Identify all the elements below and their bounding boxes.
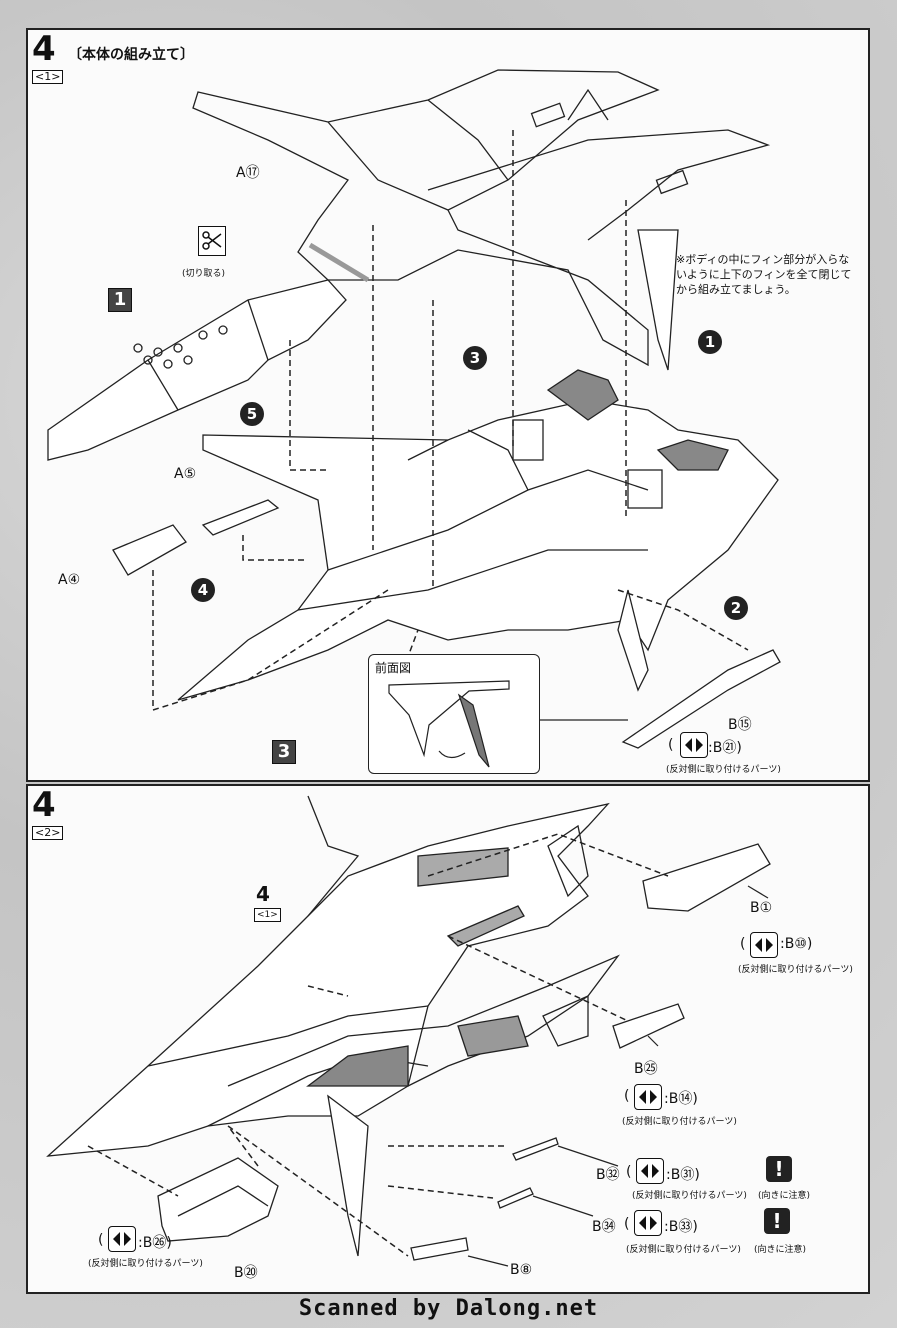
warning-icon: ! [766,1156,792,1182]
opposite-side-note: (反対側に取り付けるパーツ) [88,1259,203,1269]
step-4-1-panel: 4 <1> 〔本体の組み立て〕 [26,28,870,782]
part-b20: B⑳ [234,1265,258,1281]
ref-square-1: 1 [108,288,132,312]
substep-label: <1> [32,70,64,84]
symmetric-part-icon [108,1226,136,1252]
symmetric-part-icon [634,1210,662,1236]
front-view-inset: 前面図 [368,654,540,774]
scan-watermark: Scanned by Dalong.net [298,1296,599,1321]
paren-open-b10: ( [740,936,746,952]
callout-4: 4 [191,578,215,602]
part-b1: B① [750,900,773,916]
part-a4: A④ [58,572,81,588]
paren-open-b14: ( [624,1088,630,1104]
assembly-note: ※ボディの中にフィン部分が入らないように上下のフィンを全て閉じてから組み立てまし… [676,253,852,296]
assembly-diagram-1 [47,69,781,751]
opposite-side-note: (反対側に取り付けるパーツ) [666,765,781,775]
part-b25: B㉕ [634,1061,658,1077]
part-b15: B⑮ [728,717,752,733]
warning-icon: ! [764,1208,790,1234]
symmetric-part-icon [634,1084,662,1110]
symmetric-part-icon [636,1158,664,1184]
part-b10: :B⑩) [780,936,813,952]
paren-open-b33: ( [624,1216,630,1232]
part-b32: B㉜ [596,1167,620,1183]
paren-open-b26: ( [98,1232,104,1248]
ref-step-number: 4 [256,882,270,906]
cut-label: (切り取る) [182,269,226,279]
callout-5: 5 [240,402,264,426]
part-b26: :B㉖) [138,1235,172,1251]
assembly-diagram-2 [46,795,771,1267]
part-b8: B⑧ [510,1262,533,1278]
ref-square-3: 3 [272,740,296,764]
step-title: 〔本体の組み立て〕 [68,47,194,63]
paren-open-b31: ( [626,1164,632,1180]
opposite-side-note: (反対側に取り付けるパーツ) [622,1117,737,1127]
scissors-icon [198,226,226,256]
part-b14: :B⑭) [664,1091,698,1107]
part-b33: :B㉝) [664,1219,698,1235]
part-b34: B㉞ [592,1219,616,1235]
callout-3: 3 [463,346,487,370]
part-a17: A⑰ [236,165,260,181]
step-4-2-panel: 4 <2> [26,784,870,1294]
orientation-caution: (向きに注意) [754,1245,807,1255]
part-b21: :B㉑) [708,740,742,756]
symmetric-part-icon [750,932,778,958]
substep-label: <2> [32,826,64,840]
opposite-side-note: (反対側に取り付けるパーツ) [738,965,853,975]
orientation-caution: (向きに注意) [758,1191,811,1201]
symmetric-part-icon [680,732,708,758]
paren-open: ( [668,737,674,753]
step-number: 4 [32,785,56,825]
opposite-side-note: (反対側に取り付けるパーツ) [626,1245,741,1255]
part-a5: A⑤ [174,466,197,482]
step-number: 4 [32,29,56,69]
opposite-side-note: (反対側に取り付けるパーツ) [632,1191,747,1201]
ref-substep: <1> [254,908,281,922]
callout-1: 1 [698,330,722,354]
inset-title: 前面図 [375,661,412,675]
part-b31: :B㉛) [666,1167,700,1183]
callout-2: 2 [724,596,748,620]
